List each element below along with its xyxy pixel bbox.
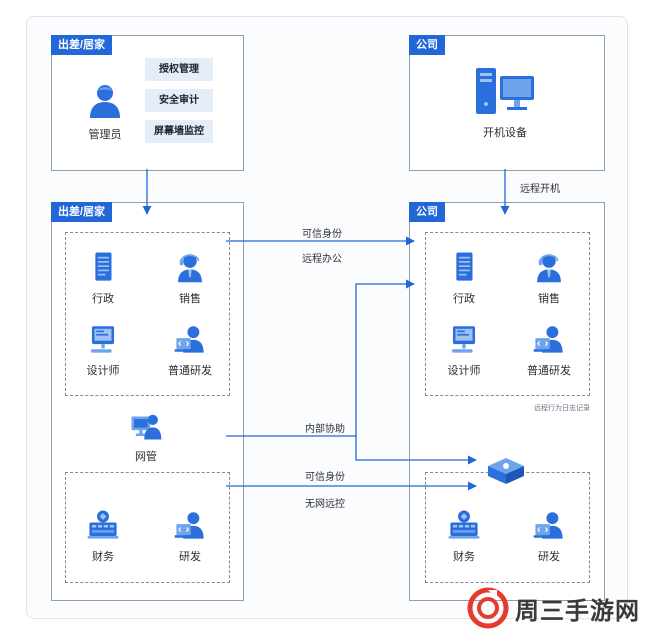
role-label: 设计师 — [86, 365, 120, 377]
role-network-admin: 网管 — [111, 408, 181, 464]
office-role-designer: 设计师 — [429, 322, 499, 378]
role-label: 普通研发 — [527, 365, 571, 377]
role-designer: 设计师 — [68, 322, 138, 378]
feature-authorization: 授权管理 — [145, 58, 213, 81]
role-developer: 普通研发 — [155, 322, 225, 378]
log-note: 远程行为日志记录 — [534, 405, 590, 412]
office-pc-node: 开机设备 — [470, 66, 540, 140]
label-internal-assist: 内部协助 — [305, 424, 345, 435]
admin-node: 管理员 — [70, 80, 140, 142]
role-label: 设计师 — [447, 365, 481, 377]
arrow-internal-assist-hw — [355, 436, 477, 465]
label-remote-boot: 远程开机 — [520, 184, 560, 195]
role-sales: 销售 — [155, 250, 225, 306]
label-remote-office: 远程办公 — [302, 254, 342, 265]
office-role-rnd: 研发 — [514, 508, 584, 564]
remote-control-box-icon — [484, 454, 528, 491]
office-group-a — [425, 232, 590, 396]
zone-label: 出差/居家 — [51, 35, 113, 55]
label-trusted-identity-2: 可信身份 — [305, 472, 345, 483]
feature-security-audit: 安全审计 — [145, 89, 213, 112]
label-offline-remote: 无网远控 — [305, 499, 345, 510]
watermark: 周三手游网 — [467, 587, 640, 629]
desktop-computer-icon — [476, 68, 534, 114]
arrow-internal-assist — [226, 279, 415, 437]
zone-label: 公司 — [409, 35, 445, 55]
zone-label: 出差/居家 — [51, 202, 113, 222]
role-label: 财务 — [453, 551, 475, 563]
zone-label: 公司 — [409, 202, 445, 222]
role-label: 研发 — [179, 551, 201, 563]
role-admin-staff: 行政 — [68, 250, 138, 306]
staff-group-a — [65, 232, 230, 396]
watermark-text: 周三手游网 — [515, 597, 640, 625]
role-label: 销售 — [538, 293, 560, 305]
office-role-admin-staff: 行政 — [429, 250, 499, 306]
office-role-developer: 普通研发 — [514, 322, 584, 378]
zone-office-device: 公司 — [409, 35, 605, 171]
role-label: 行政 — [92, 293, 114, 305]
role-label: 财务 — [92, 551, 114, 563]
label-trusted-identity: 可信身份 — [302, 229, 342, 240]
role-label: 研发 — [538, 551, 560, 563]
feature-screen-wall: 屏幕墙监控 — [145, 120, 213, 143]
role-finance: 财务 — [68, 508, 138, 564]
office-role-sales: 销售 — [514, 250, 584, 306]
admin-label: 管理员 — [88, 129, 122, 141]
role-label: 销售 — [179, 293, 201, 305]
role-label: 普通研发 — [168, 365, 212, 377]
role-label: 网管 — [135, 451, 157, 463]
role-rnd: 研发 — [155, 508, 225, 564]
brand-logo-icon — [467, 587, 509, 629]
role-label: 行政 — [453, 293, 475, 305]
office-role-finance: 财务 — [429, 508, 499, 564]
office-pc-label: 开机设备 — [483, 127, 527, 139]
